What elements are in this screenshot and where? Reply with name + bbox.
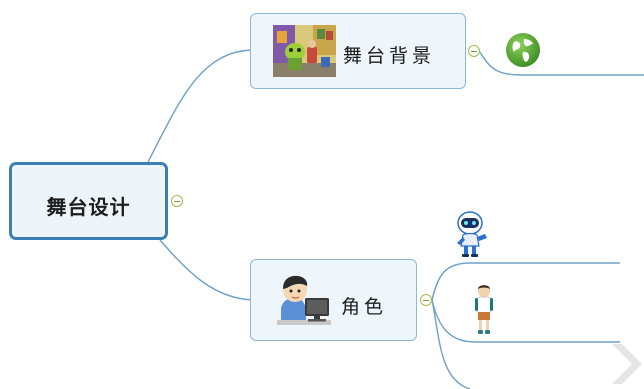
root-topic[interactable]: 舞台设计: [9, 162, 168, 240]
role-collapse-toggle[interactable]: [420, 294, 432, 306]
stage-background-collapse-toggle[interactable]: [468, 45, 480, 57]
connector-role-child-3: [431, 299, 471, 389]
topic-stage-background[interactable]: 舞台背景: [250, 13, 466, 89]
topic-role[interactable]: 角色: [250, 259, 417, 341]
robot-icon[interactable]: [452, 210, 492, 260]
cartoon-scene-image: [273, 25, 336, 77]
connector-root-to-stage-bg: [147, 49, 253, 163]
root-collapse-toggle[interactable]: [171, 195, 183, 207]
student-icon[interactable]: [472, 283, 496, 337]
topic-role-label: 角色: [341, 296, 388, 318]
scroll-arrow-icon: [600, 332, 644, 389]
root-topic-label: 舞台设计: [46, 195, 131, 219]
boy-at-computer-image: [275, 270, 333, 332]
connector-stage-bg-child: [479, 51, 644, 76]
connector-root-to-role: [159, 239, 253, 301]
globe-icon[interactable]: [505, 32, 541, 68]
topic-stage-background-label: 舞台背景: [343, 45, 436, 67]
connector-role-child-2: [431, 299, 620, 343]
connector-role-child-1: [431, 262, 620, 301]
